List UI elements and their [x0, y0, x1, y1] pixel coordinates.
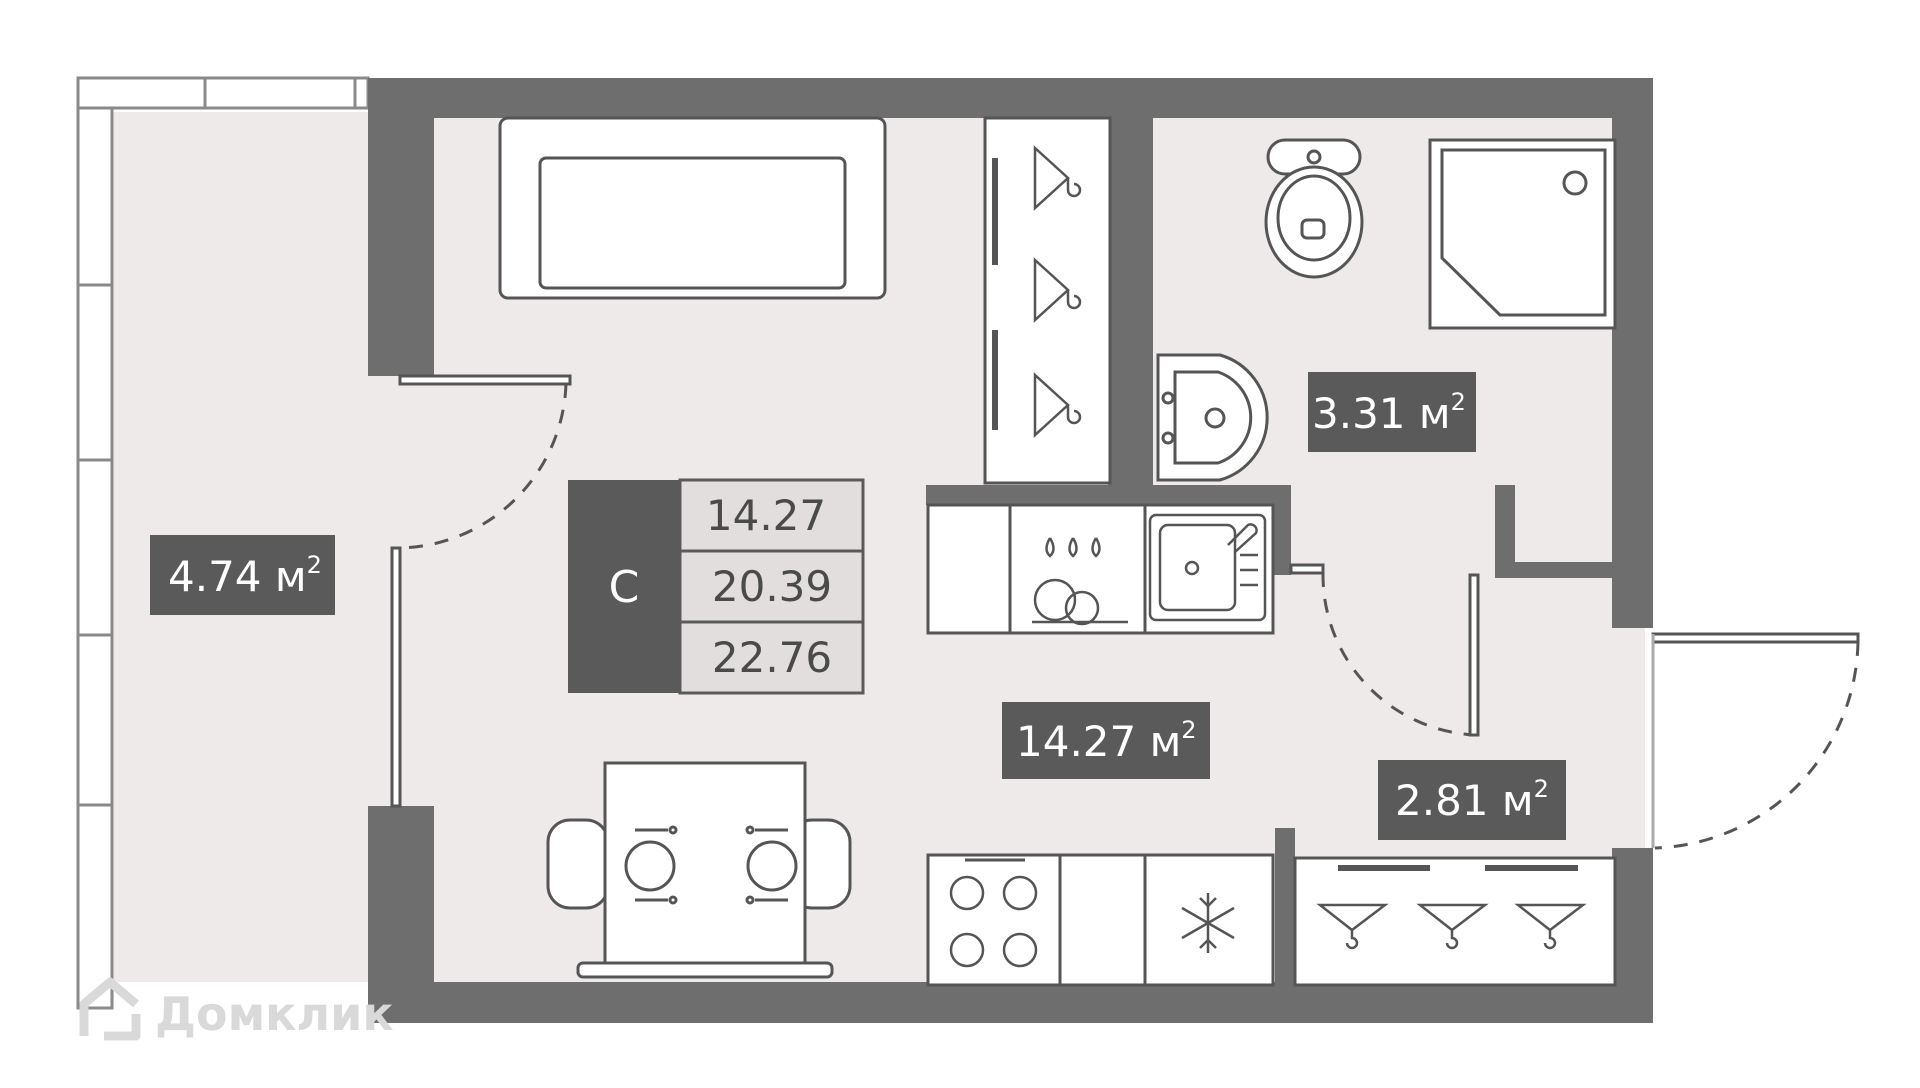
- svg-text:3.31 м2: 3.31 м2: [1312, 388, 1466, 438]
- apartment-type-label: С: [609, 562, 640, 613]
- closet-floor: [1515, 368, 1612, 562]
- walls: [368, 78, 1653, 1023]
- wardrobe: [983, 116, 1112, 485]
- stat-living-area: 14.27: [706, 491, 826, 540]
- room-area: 4.74: [168, 552, 262, 601]
- toilet: [1264, 138, 1364, 279]
- svg-text:14.27 м2: 14.27 м2: [1016, 716, 1197, 766]
- sink-icon: [1148, 513, 1267, 622]
- hall-wardrobe: [1293, 856, 1617, 987]
- apartment-stats: С 14.27 20.39 22.76: [568, 478, 865, 695]
- plate-icon: [746, 840, 798, 892]
- stat-total-with-balcony: 22.76: [712, 633, 832, 682]
- shower-tray: [1428, 138, 1617, 330]
- area-unit: м: [275, 552, 307, 601]
- dishwasher-icon: [1032, 537, 1128, 626]
- kitchen-counter-lower: [926, 853, 1275, 987]
- svg-text:2.81 м2: 2.81 м2: [1395, 775, 1549, 825]
- room-area: 2.81: [1395, 776, 1489, 825]
- area-unit: м: [1419, 389, 1451, 438]
- area-superscript: 2: [1451, 388, 1466, 416]
- balcony-glazing: [76, 76, 370, 1010]
- apartment-type-box: [568, 480, 680, 693]
- area-superscript: 2: [1534, 775, 1549, 803]
- area-unit: м: [1150, 717, 1182, 766]
- room-label-balcony: 4.74 м2: [150, 535, 335, 615]
- area-superscript: 2: [307, 551, 322, 579]
- stove-icon: [949, 875, 1038, 968]
- hanger-icon: [1316, 903, 1587, 950]
- area-unit: м: [1502, 776, 1534, 825]
- dining-table: [546, 761, 852, 979]
- area-superscript: 2: [1181, 716, 1196, 744]
- room-area: 3.31: [1312, 389, 1406, 438]
- hanger-icon: [1033, 145, 1082, 438]
- plate-icon: [624, 840, 676, 892]
- watermark: Домклик: [79, 977, 394, 1041]
- house-logo-icon: [79, 977, 141, 1041]
- doors: [390, 374, 1860, 850]
- room-label-bathroom: 3.31 м2: [1308, 372, 1476, 452]
- room-label-hallway: 2.81 м2: [1378, 760, 1566, 840]
- room-label-living: 14.27 м2: [1002, 702, 1210, 779]
- snowflake-icon: [1181, 893, 1235, 953]
- sofa: [498, 116, 887, 300]
- svg-text:4.74 м2: 4.74 м2: [168, 551, 322, 601]
- watermark-text: Домклик: [155, 987, 394, 1041]
- stat-total-area: 20.39: [712, 562, 832, 611]
- washbasin: [1156, 353, 1269, 482]
- room-area: 14.27: [1016, 717, 1136, 766]
- kitchen-counter-upper: [926, 503, 1275, 635]
